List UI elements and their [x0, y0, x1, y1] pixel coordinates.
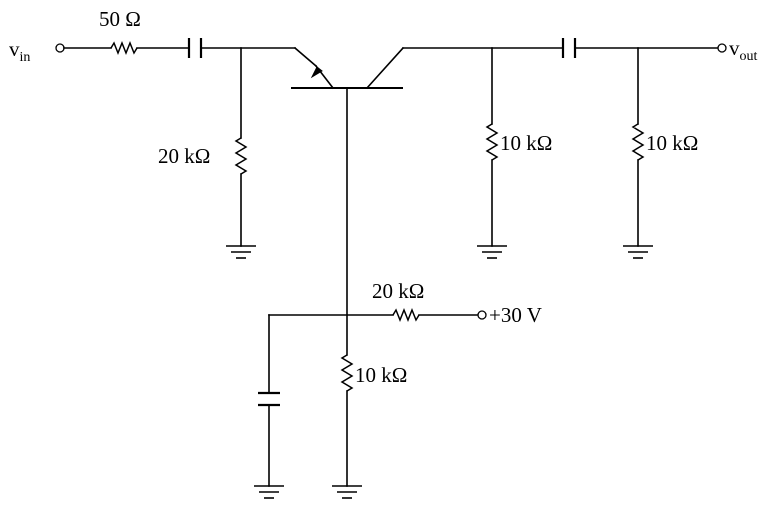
vin-label: vin [9, 37, 30, 65]
input-resistor-label: 50 Ω [99, 7, 141, 31]
ground-emitter [226, 245, 256, 259]
transistor-collector-lead [365, 46, 405, 90]
vin-terminal [55, 43, 65, 53]
bias-resistor-bottom-label: 10 kΩ [355, 363, 407, 387]
vout-terminal [717, 43, 727, 53]
collector-resistor [485, 123, 499, 161]
load-resistor-label: 10 kΩ [646, 131, 698, 155]
emitter-resistor-label: 20 kΩ [158, 144, 210, 168]
collector-resistor-label: 10 kΩ [500, 131, 552, 155]
ground-load [623, 245, 653, 259]
bias-resistor-top [392, 307, 420, 323]
emitter-resistor [234, 137, 248, 175]
transistor-emitter-lead-a [293, 46, 318, 68]
input-resistor [110, 40, 138, 56]
vout-label: vout [729, 36, 758, 64]
bias-resistor-bottom [340, 354, 354, 392]
supply-label: +30 V [489, 303, 542, 327]
supply-terminal [477, 310, 487, 320]
load-resistor [631, 123, 645, 161]
transistor-emitter-arrow [310, 66, 323, 79]
ground-collector [477, 245, 507, 259]
ground-bias-resistor [332, 485, 362, 499]
ground-bypass-capacitor [254, 485, 284, 499]
bias-resistor-top-label: 20 kΩ [372, 279, 424, 303]
